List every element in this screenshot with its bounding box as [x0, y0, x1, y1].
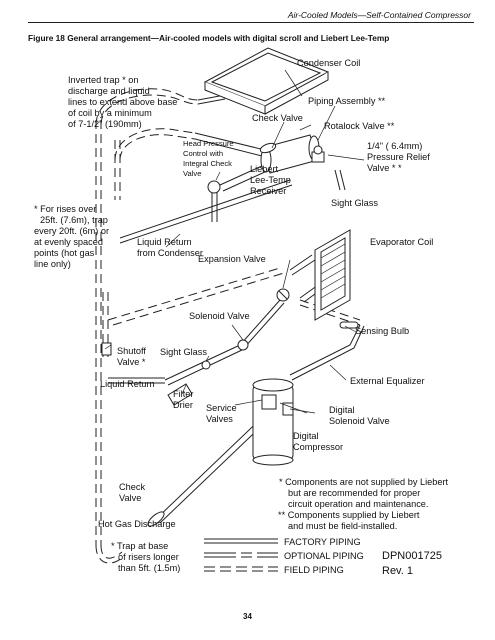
sight-glass-mid	[201, 360, 211, 370]
label-liquid-return-condenser: Liquid Return from Condenser	[137, 237, 203, 258]
label-sensing-bulb: Sensing Bulb	[355, 326, 409, 336]
label-hot-gas-discharge: Hot Gas Discharge	[98, 519, 176, 529]
label-digital-compressor: Digital Compressor	[293, 431, 343, 452]
svg-text:and must be field-installed.: and must be field-installed.	[288, 521, 397, 531]
piping-legend: FACTORY PIPING OPTIONAL PIPING FIELD PIP…	[204, 537, 364, 575]
label-piping-assembly: Piping Assembly **	[308, 96, 386, 106]
svg-text:of risers longer: of risers longer	[118, 552, 179, 562]
svg-text:Digital: Digital	[329, 405, 355, 415]
svg-text:Shutoff: Shutoff	[117, 346, 146, 356]
svg-text:Drier: Drier	[173, 400, 193, 410]
filter-drier	[167, 383, 193, 406]
svg-text:than 5ft. (1.5m): than 5ft. (1.5m)	[118, 563, 180, 573]
legend-optional	[204, 552, 278, 558]
evaporator-coil	[314, 229, 351, 321]
svg-text:Compressor: Compressor	[293, 442, 343, 452]
svg-text:Head Pressure: Head Pressure	[183, 139, 234, 148]
svg-text:Filter: Filter	[173, 389, 193, 399]
digital-compressor	[252, 378, 294, 466]
svg-text:** Components supplied by Lieb: ** Components supplied by Liebert	[278, 510, 420, 520]
label-sight-glass-top: Sight Glass	[331, 198, 378, 208]
doc-id: DPN001725	[382, 550, 442, 562]
svg-text:discharge and liquid: discharge and liquid	[68, 86, 150, 96]
label-condenser-coil: Condenser Coil	[297, 58, 360, 68]
label-head-pressure: Head Pressure Control with Integral Chec…	[183, 139, 234, 178]
label-filter-drier: Filter Drier	[173, 389, 193, 410]
svg-text:of 7-1/2" (190mm): of 7-1/2" (190mm)	[68, 119, 142, 129]
label-solenoid-valve: Solenoid Valve	[189, 311, 250, 321]
svg-text:Liquid Return: Liquid Return	[137, 237, 192, 247]
svg-text:Digital: Digital	[293, 431, 319, 441]
component-notes: * Components are not supplied by Liebert…	[278, 477, 449, 531]
svg-text:Liebert: Liebert	[250, 164, 279, 174]
head-pressure-valve	[207, 180, 221, 194]
legend-optional-label: OPTIONAL PIPING	[284, 551, 364, 561]
svg-text:Receiver: Receiver	[250, 186, 286, 196]
svg-text:1/4" ( 6.4mm): 1/4" ( 6.4mm)	[367, 141, 422, 151]
svg-text:* Components are not supplied: * Components are not supplied by Liebert	[279, 477, 449, 487]
svg-text:Lee-Temp: Lee-Temp	[250, 175, 291, 185]
header-rule	[28, 22, 474, 23]
label-shutoff-valve: Shutoff Valve *	[117, 346, 146, 367]
label-liquid-return: Liquid Return	[100, 379, 155, 389]
svg-text:Integral Check: Integral Check	[183, 159, 232, 168]
svg-text:of coil by a minimum: of coil by a minimum	[68, 108, 152, 118]
legend-field-label: FIELD PIPING	[284, 565, 344, 575]
digital-solenoid-valve	[282, 402, 294, 416]
condenser-coil	[203, 47, 330, 115]
svg-text:Valve *: Valve *	[117, 357, 146, 367]
legend-factory	[204, 538, 278, 544]
label-evaporator-coil: Evaporator Coil	[370, 237, 433, 247]
revision: Rev. 1	[382, 565, 413, 577]
label-sight-glass-mid: Sight Glass	[160, 347, 207, 357]
legend-field	[204, 566, 278, 572]
rotalock-valve	[311, 145, 325, 163]
check-valve-bottom	[147, 511, 165, 527]
sight-glass-top	[334, 169, 346, 191]
label-trap-base: * Trap at base of risers longer than 5ft…	[111, 541, 180, 573]
shutoff-valve	[101, 342, 112, 356]
label-receiver: Liebert Lee-Temp Receiver	[250, 164, 291, 196]
svg-text:at evenly spaced: at evenly spaced	[34, 237, 103, 247]
svg-text:line only): line only)	[34, 259, 71, 269]
label-rises-note: * For rises over 25ft. (7.6m), trap ever…	[34, 204, 109, 269]
label-rotalock-valve: Rotalock Valve **	[324, 121, 395, 131]
svg-text:points (hot gas: points (hot gas	[34, 248, 95, 258]
svg-text:25ft. (7.6m), trap: 25ft. (7.6m), trap	[40, 215, 108, 225]
svg-text:Inverted trap * on: Inverted trap * on	[68, 75, 138, 85]
label-digital-solenoid: Digital Solenoid Valve	[329, 405, 390, 426]
label-check-valve-bottom: Check Valve	[119, 482, 145, 503]
figure-title: Figure 18 General arrangement—Air-cooled…	[28, 33, 390, 43]
svg-text:* For rises over: * For rises over	[34, 204, 96, 214]
svg-text:* Trap at base: * Trap at base	[111, 541, 168, 551]
svg-text:circuit operation and maintena: circuit operation and maintenance.	[288, 499, 428, 509]
solenoid-valve	[237, 339, 249, 351]
svg-text:lines to extend above base: lines to extend above base	[68, 97, 177, 107]
svg-text:Valve * *: Valve * *	[367, 163, 402, 173]
check-valve-top	[259, 142, 277, 154]
svg-text:Solenoid Valve: Solenoid Valve	[329, 416, 390, 426]
svg-text:but are recommended for proper: but are recommended for proper	[288, 488, 420, 498]
leader-lines	[104, 69, 365, 414]
label-check-valve-top: Check Valve	[252, 113, 303, 123]
svg-text:every 20ft. (6m) or: every 20ft. (6m) or	[34, 226, 109, 236]
svg-text:Control with: Control with	[183, 149, 223, 158]
svg-text:from Condenser: from Condenser	[137, 248, 203, 258]
label-inverted-trap: Inverted trap * on discharge and liquid …	[68, 75, 177, 129]
label-service-valves: Service Valves	[206, 403, 237, 424]
legend-factory-label: FACTORY PIPING	[284, 537, 361, 547]
svg-text:Valve: Valve	[119, 493, 141, 503]
label-relief-valve: 1/4" ( 6.4mm) Pressure Relief Valve * *	[367, 141, 430, 173]
svg-text:Check: Check	[119, 482, 145, 492]
svg-text:Valve: Valve	[183, 169, 201, 178]
svg-text:Valves: Valves	[206, 414, 233, 424]
page-number: 34	[243, 612, 252, 621]
running-title: Air-Cooled Models—Self-Contained Compres…	[287, 10, 471, 20]
svg-text:Pressure Relief: Pressure Relief	[367, 152, 430, 162]
label-external-equalizer: External Equalizer	[350, 376, 425, 386]
label-expansion-valve: Expansion Valve	[198, 254, 266, 264]
svg-text:Service: Service	[206, 403, 237, 413]
expansion-valve	[276, 288, 290, 302]
